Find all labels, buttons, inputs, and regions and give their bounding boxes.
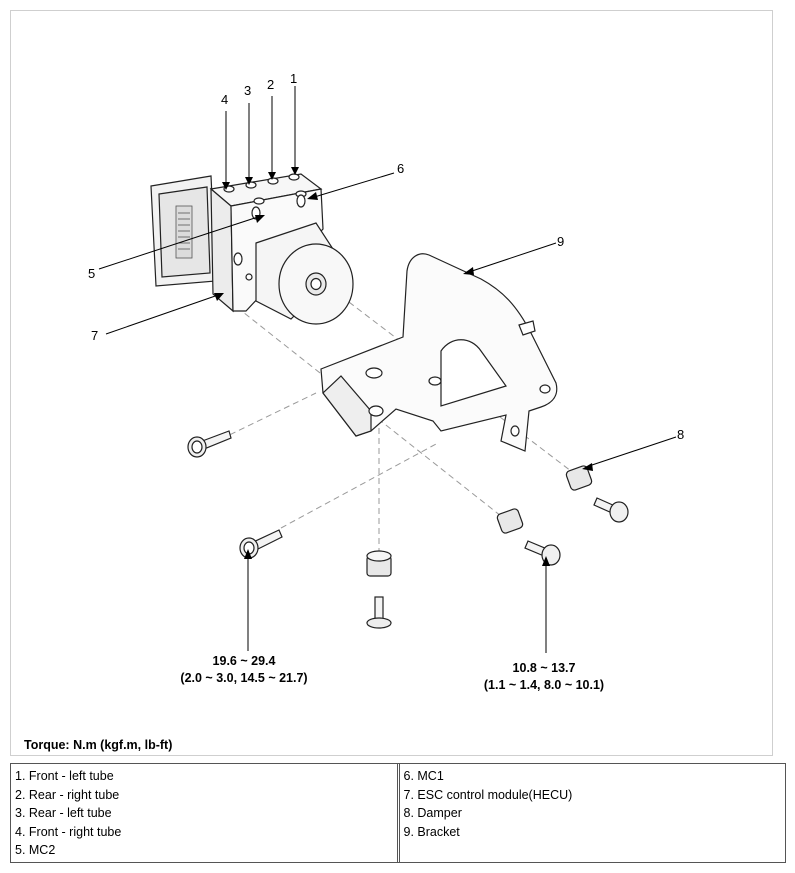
legend-item: 9. Bracket — [403, 824, 460, 839]
hecu-module — [150, 173, 354, 325]
leader-lines — [98, 86, 677, 653]
parts-legend: 1. Front - left tube 2. Rear - right tub… — [10, 763, 786, 863]
diagram-svg: 1 2 3 4 5 6 7 8 9 19.6 ~ 29.4 (2.0 ~ 3.0… — [88, 71, 684, 692]
legend-item: 5. MC2 — [15, 843, 56, 858]
legend-column-left: 1. Front - left tube 2. Rear - right tub… — [11, 764, 397, 862]
bolt-left-upper — [187, 430, 232, 458]
torque-caption: Torque: N.m (kgf.m, lb-ft) — [24, 738, 173, 752]
callout-8: 8 — [677, 427, 684, 442]
damper-right-lower — [496, 508, 524, 534]
callout-6: 6 — [397, 161, 404, 176]
legend-item: 6. MC1 — [403, 769, 444, 783]
legend-column-right: 6. MC1 7. ESC control module(HECU) 8. Da… — [396, 764, 786, 862]
callout-7: 7 — [91, 328, 98, 343]
legend-item: 4. Front - right tube — [15, 824, 122, 839]
callout-2: 2 — [267, 77, 274, 92]
damper-center — [366, 550, 392, 577]
torque-left-units: (2.0 ~ 3.0, 14.5 ~ 21.7) — [180, 671, 307, 685]
exploded-view-diagram: 1 2 3 4 5 6 7 8 9 19.6 ~ 29.4 (2.0 ~ 3.0… — [10, 10, 773, 756]
callout-9: 9 — [557, 234, 564, 249]
callout-4: 4 — [221, 92, 228, 107]
legend-item: 2. Rear - right tube — [15, 787, 120, 802]
legend-item: 8. Damper — [403, 806, 462, 821]
bolt-right-lower — [524, 540, 561, 566]
bracket — [320, 253, 558, 452]
legend-item: 1. Front - left tube — [15, 769, 114, 783]
legend-item: 3. Rear - left tube — [15, 806, 112, 821]
torque-labels: 19.6 ~ 29.4 (2.0 ~ 3.0, 14.5 ~ 21.7) 10.… — [180, 654, 604, 692]
torque-right-value: 10.8 ~ 13.7 — [513, 661, 576, 675]
bolt-left-lower — [239, 529, 283, 559]
callout-3: 3 — [244, 83, 251, 98]
legend-item: 7. ESC control module(HECU) — [403, 787, 573, 802]
bolt-right-upper — [593, 497, 629, 523]
hecu-connector — [175, 205, 193, 259]
arrowheads — [214, 167, 593, 566]
callout-numbers: 1 2 3 4 5 6 7 8 9 — [88, 71, 684, 442]
torque-right-units: (1.1 ~ 1.4, 8.0 ~ 10.1) — [484, 678, 604, 692]
bolt-center — [366, 596, 392, 629]
damper-right-upper — [565, 465, 593, 491]
torque-left-value: 19.6 ~ 29.4 — [213, 654, 276, 668]
callout-1: 1 — [290, 71, 297, 86]
callout-5: 5 — [88, 266, 95, 281]
